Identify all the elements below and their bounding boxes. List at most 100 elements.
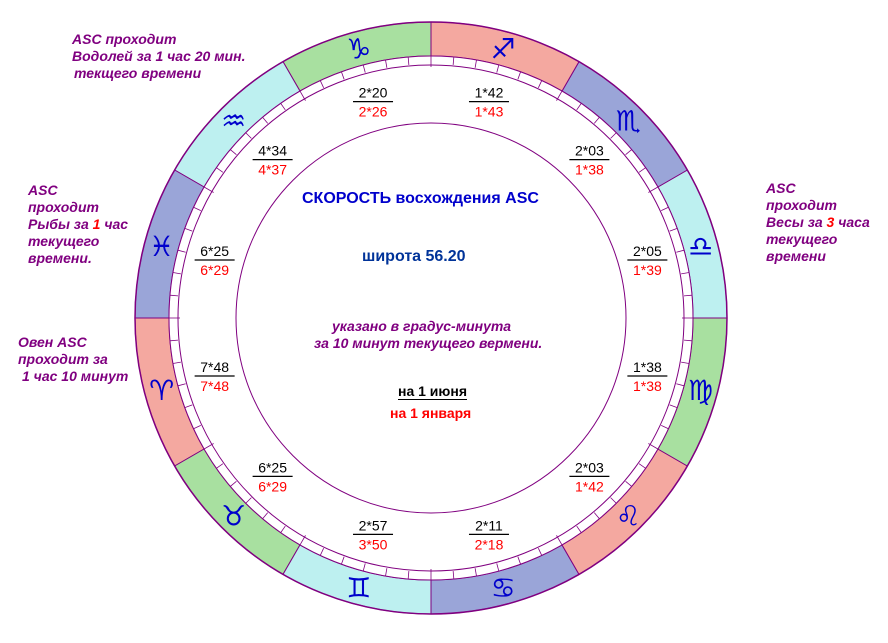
speed-taurus: 6*25 6*29 — [252, 459, 293, 494]
note-libra-line2: проходит — [766, 197, 837, 213]
degree-tick — [385, 59, 388, 68]
degree-tick — [648, 443, 659, 450]
degree-tick — [556, 535, 563, 546]
speed-june: 2*05 — [633, 243, 662, 259]
note-pisces-line2: проходит — [28, 199, 99, 215]
degree-tick — [169, 339, 179, 342]
degree-tick — [681, 361, 690, 364]
degree-tick — [638, 167, 646, 173]
degree-tick — [474, 568, 477, 577]
gemini-icon: ♊ — [346, 571, 371, 604]
speed-aquarius: 4*34 4*37 — [252, 143, 293, 178]
pisces-icon: ♓ — [149, 230, 174, 263]
degree-tick — [216, 463, 224, 469]
degree-tick — [474, 59, 477, 68]
note-libra-line1: ASC — [766, 180, 796, 196]
note-libra-l3a: Весы за — [766, 214, 827, 230]
note-libra-line3: Весы за 3 часа — [766, 214, 870, 231]
degree-tick — [299, 535, 306, 546]
speed-january: 4*37 — [258, 162, 287, 178]
speed-cancer: 2*112*18 — [468, 517, 509, 552]
degree-tick — [341, 556, 345, 565]
cancer-icon: ♋ — [491, 571, 516, 604]
degree-tick — [452, 570, 455, 580]
note-aquarius-line1: ASC проходит — [72, 31, 177, 47]
chart-title: СКОРОСТЬ восхождения ASC — [302, 190, 539, 207]
degree-tick — [669, 404, 678, 408]
degree-tick — [683, 294, 693, 297]
degree-tick — [676, 249, 685, 253]
note-aries-line3: 1 час 10 минут — [22, 368, 129, 384]
degree-tick — [280, 103, 286, 111]
virgo-icon: ♍ — [688, 374, 713, 407]
leo-icon: ♌ — [616, 499, 641, 532]
sign-sectors — [134, 21, 728, 615]
speed-january: 1*38 — [575, 162, 604, 178]
degree-tick — [638, 463, 646, 469]
degree-tick — [341, 71, 345, 80]
degree-tick — [299, 90, 306, 101]
speed-june: 2*20 — [359, 85, 388, 101]
note-aquarius-line2: Водолей за 1 час 20 мин. — [72, 48, 246, 64]
degree-tick — [362, 563, 366, 572]
degree-tick — [203, 443, 214, 450]
aries-icon: ♈ — [149, 374, 174, 407]
degree-tick — [245, 497, 252, 504]
degree-tick — [496, 64, 500, 73]
note-aquarius-line3: текщего времени — [74, 65, 202, 81]
degree-tick — [262, 117, 269, 124]
speed-sagittarius: 1*42 1*43 — [468, 85, 509, 120]
speed-january: 1*43 — [475, 104, 504, 120]
degree-tick — [625, 480, 632, 487]
degree-tick — [625, 149, 632, 156]
note-aries-line2: проходит за — [18, 351, 108, 367]
degree-tick — [203, 186, 214, 193]
note-pisces-l3a: Рыбы за — [28, 216, 93, 232]
degree-tick — [172, 361, 181, 364]
note-pisces-l3c: час — [100, 216, 129, 232]
note-libra-hours: 3 — [826, 214, 835, 230]
degree-tick — [576, 103, 582, 111]
degree-ticks — [169, 56, 693, 580]
degree-tick — [362, 64, 366, 73]
speed-january: 1*42 — [575, 478, 604, 494]
speed-january: 1*38 — [633, 378, 662, 394]
degree-tick — [669, 228, 678, 232]
degree-tick — [517, 71, 521, 80]
note-aquarius: ASC проходит Водолей за 1 час 20 мин. те… — [72, 31, 245, 82]
note-libra-l3c: часа — [834, 214, 870, 230]
speed-june: 6*25 — [258, 459, 287, 475]
note-aries: Овен ASC проходит за 1 час 10 минут — [18, 334, 128, 385]
speed-january: 6*29 — [258, 478, 287, 494]
degree-tick — [407, 56, 410, 66]
degree-tick — [576, 525, 582, 533]
degree-tick — [193, 424, 201, 430]
sign-symbols: ♈♉♊♋♌♍♎♏♐♑♒♓ — [149, 33, 713, 605]
degree-tick — [681, 272, 690, 275]
explain-line1: указано в градус-минута — [332, 318, 512, 334]
degree-tick — [230, 149, 237, 156]
libra-icon: ♎ — [688, 230, 713, 263]
explain-line2: за 10 минут текущего вермени. — [314, 335, 543, 351]
degree-tick — [556, 90, 563, 101]
speed-virgo: 1*38 1*38 — [627, 359, 668, 394]
speed-june: 7*48 — [200, 359, 229, 375]
speed-june: 2*57 — [359, 517, 388, 533]
speed-gemini: 2*573*50 — [353, 517, 394, 552]
speed-values: 7*487*486*256*292*573*502*112*182*031*42… — [194, 85, 668, 552]
degree-tick — [172, 272, 181, 275]
speed-june: 4*34 — [258, 143, 287, 159]
degree-tick — [593, 512, 600, 519]
degree-tick — [193, 206, 201, 212]
inner-ring — [235, 122, 627, 514]
speed-january: 2*26 — [359, 104, 388, 120]
speed-january: 6*29 — [200, 262, 229, 278]
speed-leo: 2*031*42 — [569, 459, 610, 494]
aquarius-icon: ♒ — [221, 105, 246, 138]
outer-ring — [134, 21, 728, 615]
degree-tick — [177, 249, 186, 253]
speed-june: 1*42 — [475, 85, 504, 101]
capricorn-icon: ♑ — [346, 33, 371, 66]
speed-june: 1*38 — [633, 359, 662, 375]
